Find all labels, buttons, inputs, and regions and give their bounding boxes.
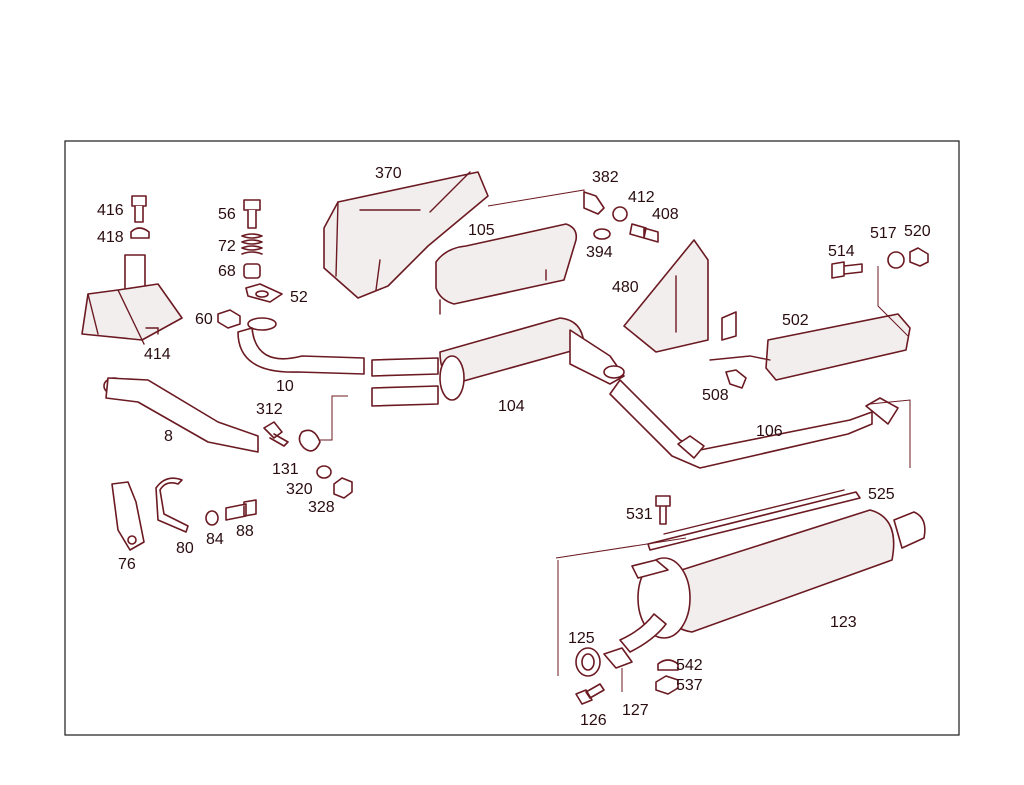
part-80-hanger[interactable]	[155, 477, 189, 533]
leader-517-502	[877, 266, 909, 337]
part-68-bushing[interactable]	[243, 263, 261, 279]
label-416[interactable]: 416	[97, 202, 124, 219]
part-320-washer[interactable]	[316, 465, 332, 479]
part-8-front-pipe[interactable]	[103, 377, 259, 453]
part-126-bolt[interactable]	[575, 683, 605, 705]
label-520[interactable]: 520	[904, 223, 931, 240]
label-84[interactable]: 84	[206, 531, 224, 548]
part-412-washer[interactable]	[612, 206, 628, 222]
part-72-spring[interactable]	[241, 233, 263, 255]
label-8[interactable]: 8	[164, 428, 173, 445]
label-106[interactable]: 106	[756, 423, 783, 440]
part-508-bolt[interactable]	[725, 369, 747, 389]
part-382-bracket[interactable]	[583, 191, 605, 215]
part-408-bolt[interactable]	[629, 223, 659, 243]
leader-370-382	[487, 189, 585, 207]
label-508[interactable]: 508	[702, 387, 729, 404]
label-80[interactable]: 80	[176, 540, 194, 557]
part-542-clip[interactable]	[657, 659, 679, 671]
part-10-front-pipe[interactable]	[237, 317, 365, 375]
label-126[interactable]: 126	[580, 712, 607, 729]
label-370[interactable]: 370	[375, 165, 402, 182]
label-60[interactable]: 60	[195, 311, 213, 328]
part-480-bracket[interactable]	[623, 239, 709, 353]
label-127[interactable]: 127	[622, 702, 649, 719]
label-412[interactable]: 412	[628, 189, 655, 206]
label-68[interactable]: 68	[218, 263, 236, 280]
label-394[interactable]: 394	[586, 244, 613, 261]
part-131-clamp[interactable]	[298, 395, 348, 452]
label-408[interactable]: 408	[652, 206, 679, 223]
part-76-bracket[interactable]	[111, 481, 145, 551]
label-418[interactable]: 418	[97, 229, 124, 246]
label-320[interactable]: 320	[286, 481, 313, 498]
part-312-bolt[interactable]	[263, 421, 289, 447]
label-104[interactable]: 104	[498, 398, 525, 415]
label-123[interactable]: 123	[830, 614, 857, 631]
label-52[interactable]: 52	[290, 289, 308, 306]
part-127-flange[interactable]	[603, 613, 667, 692]
part-370-heat-shield[interactable]	[323, 171, 489, 299]
label-105[interactable]: 105	[468, 222, 495, 239]
label-414[interactable]: 414	[144, 346, 171, 363]
part-514-bolt[interactable]	[831, 261, 863, 279]
label-10[interactable]: 10	[276, 378, 294, 395]
part-84-washer[interactable]	[205, 510, 219, 526]
part-328-nut[interactable]	[333, 477, 353, 499]
part-394-washer[interactable]	[593, 228, 611, 240]
part-125-rubber-ring[interactable]	[575, 647, 601, 677]
part-123-rear-muffler[interactable]	[555, 509, 926, 676]
label-517[interactable]: 517	[870, 225, 897, 242]
label-382[interactable]: 382	[592, 169, 619, 186]
label-537[interactable]: 537	[676, 677, 703, 694]
part-520-nut[interactable]	[909, 247, 929, 267]
diagram-frame	[64, 140, 960, 736]
label-480[interactable]: 480	[612, 279, 639, 296]
part-60-nut[interactable]	[217, 309, 241, 329]
part-502-heat-shield[interactable]	[709, 311, 911, 381]
label-125[interactable]: 125	[568, 630, 595, 647]
part-531-bolt[interactable]	[655, 495, 671, 525]
label-88[interactable]: 88	[236, 523, 254, 540]
label-131[interactable]: 131	[272, 461, 299, 478]
part-517-lock-washer[interactable]	[887, 251, 905, 269]
part-537-nut[interactable]	[655, 675, 679, 695]
label-56[interactable]: 56	[218, 206, 236, 223]
part-labels: 416 418 414 56 72 68 52 60 10 8 312 131 …	[97, 165, 931, 729]
label-328[interactable]: 328	[308, 499, 335, 516]
part-418-clip[interactable]	[130, 227, 150, 239]
label-542[interactable]: 542	[676, 657, 703, 674]
part-416-bolt[interactable]	[131, 195, 147, 223]
label-502[interactable]: 502	[782, 312, 809, 329]
part-106-intermediate-pipe[interactable]	[609, 379, 911, 469]
part-105-heat-shield[interactable]	[435, 223, 578, 315]
part-88-bolt[interactable]	[225, 499, 257, 521]
part-104-center-muffler[interactable]	[371, 317, 625, 407]
label-312[interactable]: 312	[256, 401, 283, 418]
part-525-strap[interactable]	[647, 489, 861, 551]
label-76[interactable]: 76	[118, 556, 136, 573]
part-52-flange-gasket[interactable]	[245, 283, 283, 303]
label-531[interactable]: 531	[626, 506, 653, 523]
label-72[interactable]: 72	[218, 238, 236, 255]
part-56-bolt[interactable]	[243, 199, 261, 229]
label-514[interactable]: 514	[828, 243, 855, 260]
part-414-heat-shield[interactable]	[81, 254, 183, 345]
label-525[interactable]: 525	[868, 486, 895, 503]
